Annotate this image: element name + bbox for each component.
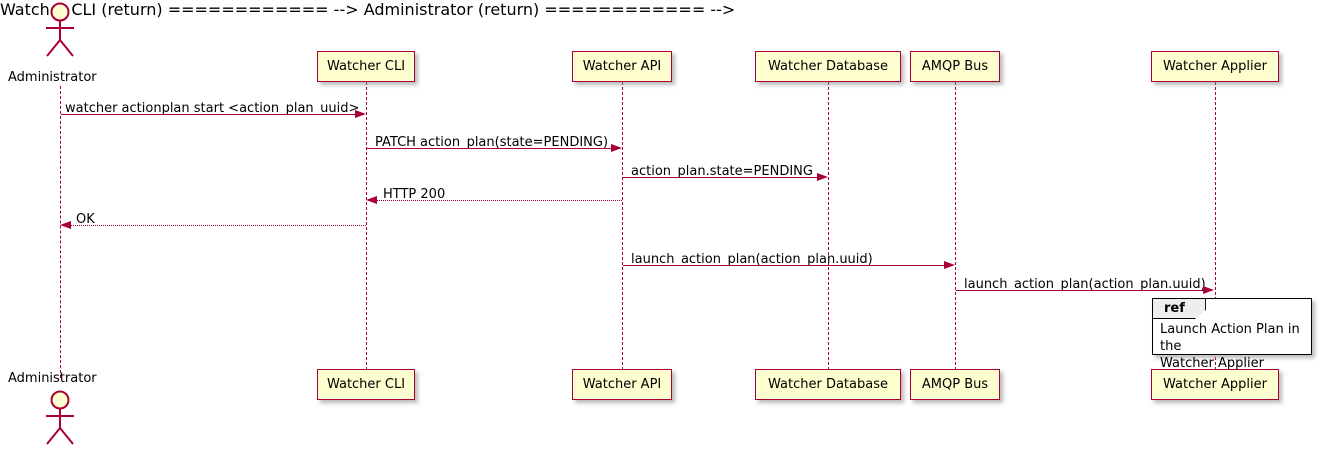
participant-box-watcher-database-bottom[interactable]: Watcher Database [755,369,901,400]
message-label-5: OK [76,212,95,227]
participant-box-watcher-applier-top[interactable]: Watcher Applier [1151,51,1279,82]
message-arrowhead-4 [366,195,377,204]
ref-fragment-text: Launch Action Plan in the Watcher Applie… [1160,322,1300,371]
message-label-3: action_plan.state=PENDING [631,164,813,179]
message-line-6 [623,265,945,266]
actor-administrator-bottom [46,390,74,445]
message-line-4 [377,200,622,201]
message-label-1: watcher actionplan start <action_plan_uu… [65,101,360,116]
participant-box-watcher-applier-bottom[interactable]: Watcher Applier [1151,369,1279,400]
participant-box-amqp-bus-bottom[interactable]: AMQP Bus [910,369,1000,400]
participant-box-watcher-database-top[interactable]: Watcher Database [755,51,901,82]
lifeline-amqp-bus [955,82,956,370]
message-line-5 [71,225,366,226]
message-arrowhead-5 [60,220,71,229]
participant-box-watcher-cli-top[interactable]: Watcher CLI [317,51,415,82]
message-line-3 [623,177,818,178]
actor-administrator-top [46,2,74,57]
actor-label-administrator-top: Administrator [8,70,97,85]
lifeline-administrator [60,86,61,378]
message-line-2 [367,148,612,149]
message-arrowhead-3 [817,172,828,181]
message-arrowhead-1 [355,109,366,118]
lifeline-watcher-cli [366,82,367,370]
message-line-1 [61,114,356,115]
message-arrowhead-2 [611,143,622,152]
lifeline-watcher-applier [1215,82,1216,370]
message-label-4: HTTP 200 [383,187,446,202]
lifeline-watcher-database [828,82,829,370]
message-label-2: PATCH action_plan(state=PENDING) [375,135,609,150]
participant-box-watcher-api-bottom[interactable]: Watcher API [572,369,672,400]
message-line-7 [956,290,1204,291]
lifeline-watcher-api [622,82,623,370]
participant-box-amqp-bus-top[interactable]: AMQP Bus [910,51,1000,82]
ref-fragment-tag: ref [1153,299,1206,319]
ref-fragment[interactable]: ref Launch Action Plan in the Watcher Ap… [1152,298,1312,371]
message-label-6: launch_action_plan(action_plan.uuid) [631,252,873,267]
message-label-7: launch_action_plan(action_plan.uuid) [964,277,1206,292]
participant-box-watcher-api-top[interactable]: Watcher API [572,51,672,82]
message-arrowhead-7 [1203,285,1214,294]
message-arrowhead-6 [944,260,955,269]
participant-box-watcher-cli-bottom[interactable]: Watcher CLI [317,369,415,400]
actor-label-administrator-bottom: Administrator [8,371,97,386]
